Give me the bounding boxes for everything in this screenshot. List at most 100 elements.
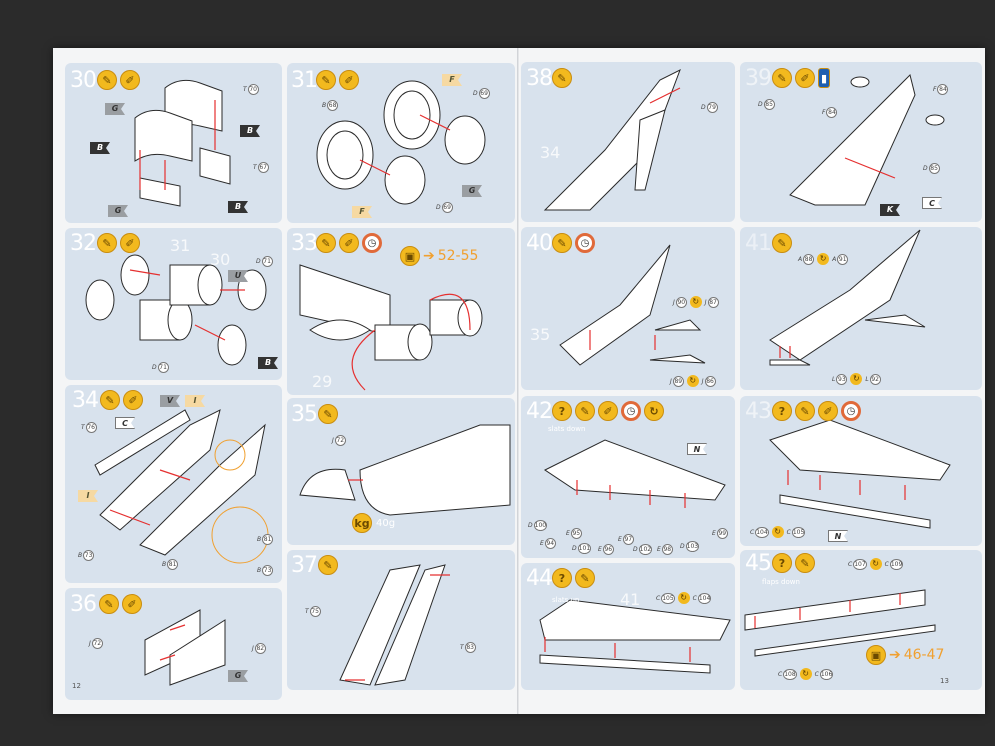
step-number: 39	[745, 66, 772, 91]
decal-flag: N	[828, 530, 848, 542]
page-number-left: 12	[72, 682, 81, 690]
paint-icon: ✎	[97, 70, 117, 90]
ghost-step-ref: 34	[540, 143, 561, 162]
decal-page-ref: ▣➔46-47	[866, 645, 944, 665]
step-note: slats down	[548, 425, 586, 433]
step-34-panel	[65, 385, 282, 583]
glue-icon: ✐	[120, 233, 140, 253]
paint-icon: ✎	[575, 401, 595, 421]
decal-flag: B	[228, 201, 248, 213]
decal-flag: B	[240, 125, 260, 137]
paint-icon: ✎	[552, 68, 572, 88]
paint-icon: ✎	[795, 553, 815, 573]
page-range: 46-47	[903, 647, 945, 663]
step-number: 41	[745, 231, 772, 256]
decal-icon: ▣	[866, 645, 886, 665]
arrow-icon: ➔	[889, 647, 901, 663]
step-number: 33	[291, 231, 318, 256]
paint-icon: ✎	[318, 404, 338, 424]
step-icons: ✎	[318, 555, 338, 575]
step-number: 38	[526, 66, 553, 91]
decal-page-ref: ▣➔52-55	[400, 246, 478, 266]
clock-icon: ◷	[362, 233, 382, 253]
clock-icon: ◷	[621, 401, 641, 421]
step-icons: ✎	[552, 68, 572, 88]
glue-icon: ✐	[339, 70, 359, 90]
rotate-icon: ↻	[817, 253, 830, 265]
weight-icon: kg	[352, 513, 372, 533]
paint-icon: ✎	[99, 594, 119, 614]
paint-icon: ✎	[772, 233, 792, 253]
glue-icon: ✐	[120, 70, 140, 90]
rotate-icon: ↻	[799, 668, 812, 680]
step-number: 34	[72, 388, 99, 413]
step-note: flaps down	[762, 578, 800, 586]
step-number: 40	[526, 231, 553, 256]
decal-flag: K	[880, 204, 900, 216]
decal-flag: U	[228, 270, 248, 282]
page-range: 52-55	[437, 248, 479, 264]
page-number-right: 13	[940, 677, 949, 685]
ghost-step-ref: 35	[530, 325, 551, 344]
paint-icon: ✎	[772, 68, 792, 88]
help-icon: ?	[552, 401, 572, 421]
step-number: 43	[745, 399, 772, 424]
step-icons: ✎✐	[316, 70, 359, 90]
paint-icon: ✎	[316, 70, 336, 90]
step-icons: ✎✐▮	[772, 68, 830, 88]
paint-icon: ✎	[552, 233, 572, 253]
paint-icon: ✎	[97, 233, 117, 253]
ghost-step-ref: 31	[170, 236, 191, 255]
step-note: slats down	[905, 460, 943, 468]
help-icon: ?	[772, 553, 792, 573]
glue-icon: ✐	[598, 401, 618, 421]
rotate-icon: ↻	[869, 558, 882, 570]
glue-icon: ✐	[123, 390, 143, 410]
clock-icon: ◷	[841, 401, 861, 421]
glue-icon: ✐	[339, 233, 359, 253]
glue-icon: ✐	[818, 401, 838, 421]
rotate-icon: ↻	[677, 592, 690, 604]
help-icon: ?	[552, 568, 572, 588]
step-icons: ?✎✐◷	[772, 401, 861, 421]
step-number: 42	[526, 399, 553, 424]
paint-icon: ✎	[100, 390, 120, 410]
rotate-icon: ↻	[644, 401, 664, 421]
step-icons: ✎	[772, 233, 792, 253]
rotate-icon: ↻	[686, 375, 699, 387]
decal-flag: B	[258, 357, 278, 369]
step-icons: ✎✐	[100, 390, 143, 410]
decal-icon: ▣	[400, 246, 420, 266]
help-icon: ?	[772, 401, 792, 421]
paint-icon: ✎	[316, 233, 336, 253]
decal-flag: I	[78, 490, 98, 502]
glue-icon: ✐	[122, 594, 142, 614]
bottle-icon: ▮	[818, 68, 830, 88]
step-icons: ✎◷	[552, 233, 595, 253]
step-number: 36	[70, 592, 97, 617]
step-icons: ✎✐	[97, 70, 140, 90]
